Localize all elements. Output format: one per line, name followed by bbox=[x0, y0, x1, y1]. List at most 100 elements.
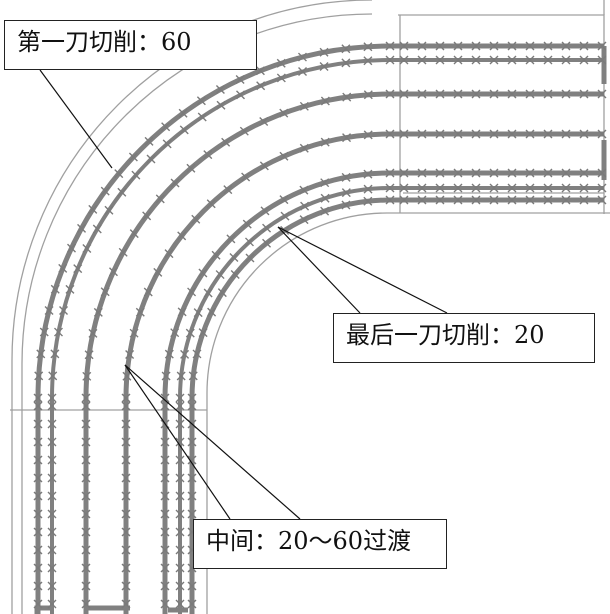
toolpath-tick bbox=[175, 455, 185, 465]
toolpath-tick bbox=[175, 473, 185, 483]
toolpath-tick bbox=[579, 168, 589, 178]
toolpath-tick bbox=[67, 243, 76, 253]
toolpath-tick bbox=[33, 527, 43, 537]
toolpath-tick bbox=[385, 183, 395, 193]
toolpath-tick bbox=[59, 306, 69, 316]
toolpath-tick bbox=[153, 267, 163, 277]
toolpath-tick bbox=[81, 401, 91, 411]
toolpath-tick bbox=[320, 193, 330, 203]
toolpath-tick bbox=[319, 47, 329, 57]
toolpath-tick bbox=[160, 599, 170, 609]
toolpath-tick bbox=[561, 41, 571, 51]
toolpath-tick bbox=[48, 371, 58, 381]
toolpath-tick bbox=[363, 90, 373, 100]
toolpath-tick bbox=[187, 455, 197, 465]
toolpath-tick bbox=[81, 393, 91, 403]
toolpath-tick bbox=[121, 401, 131, 411]
toolpath-tick bbox=[81, 455, 91, 465]
toolpath-tick bbox=[453, 195, 463, 205]
toolpath-tick bbox=[507, 89, 517, 99]
toolpath-tick bbox=[363, 169, 373, 179]
toolpath-tick bbox=[276, 73, 286, 83]
toolpath-tick bbox=[489, 55, 499, 65]
toolpath-tick bbox=[417, 195, 427, 205]
toolpath-tick bbox=[198, 268, 208, 278]
toolpath-tick bbox=[597, 195, 607, 205]
toolpath-tick bbox=[39, 327, 49, 337]
toolpath-tick bbox=[597, 129, 607, 139]
toolpath-tick bbox=[453, 41, 463, 51]
toolpath-tick bbox=[597, 55, 607, 65]
toolpath-tick bbox=[471, 89, 481, 99]
toolpath-tick bbox=[279, 151, 289, 161]
toolpath-tick bbox=[279, 195, 289, 205]
toolpath-tick bbox=[203, 288, 213, 298]
toolpath-tick bbox=[164, 349, 174, 359]
toolpath-tick bbox=[121, 527, 131, 537]
toolpath-tick bbox=[142, 211, 152, 221]
toolpath-tick bbox=[81, 563, 91, 573]
toolpath-tick bbox=[215, 270, 225, 280]
toolpath-tick bbox=[175, 599, 185, 609]
toolpath-tick bbox=[561, 183, 571, 193]
toolpath-tick bbox=[385, 129, 395, 139]
toolpath-tick bbox=[144, 136, 154, 146]
toolpath-tick bbox=[160, 545, 170, 555]
toolpath-tick bbox=[114, 169, 124, 179]
toolpath-tick bbox=[507, 168, 517, 178]
toolpath-tick bbox=[579, 195, 589, 205]
toolpath-tick bbox=[279, 108, 289, 118]
toolpath-tick bbox=[244, 237, 254, 247]
toolpath-tick bbox=[160, 527, 170, 537]
toolpath-tick bbox=[435, 168, 445, 178]
toolpath-tick bbox=[175, 393, 185, 403]
toolpath-tick bbox=[175, 509, 185, 519]
toolpath-tick bbox=[223, 185, 233, 195]
toolpath-tick bbox=[122, 371, 132, 381]
toolpath-tick bbox=[82, 244, 92, 254]
toolpath-tick bbox=[543, 55, 553, 65]
toolpath-tick bbox=[36, 349, 46, 359]
toolpath-tick bbox=[82, 371, 92, 381]
toolpath-tick bbox=[207, 307, 217, 317]
toolpath-tick bbox=[435, 41, 445, 51]
toolpath-tick bbox=[100, 287, 110, 297]
toolpath-tick bbox=[579, 41, 589, 51]
toolpath-tick bbox=[259, 116, 269, 126]
middle-transition-label: 中间：20～60过渡 bbox=[193, 519, 447, 569]
toolpath-pass bbox=[178, 186, 604, 614]
toolpath-tick bbox=[33, 419, 43, 429]
toolpath-tick bbox=[453, 129, 463, 139]
toolpath-tick bbox=[100, 186, 110, 196]
toolpath-tick bbox=[435, 195, 445, 205]
toolpath-tick bbox=[121, 437, 131, 447]
toolpath-tick bbox=[160, 473, 170, 483]
toolpath-tick bbox=[117, 187, 127, 197]
toolpath-tick bbox=[161, 371, 171, 381]
toolpath-tick bbox=[579, 89, 589, 99]
leader-middle-1 bbox=[124, 364, 231, 520]
toolpath-connector bbox=[34, 605, 50, 614]
toolpath-tick bbox=[525, 195, 535, 205]
toolpath-tick bbox=[160, 581, 170, 591]
toolpath-tick bbox=[47, 509, 57, 519]
toolpath-tick bbox=[342, 92, 352, 102]
toolpath-tick bbox=[241, 172, 251, 182]
leader-first-cut bbox=[39, 69, 113, 169]
toolpath-tick bbox=[217, 288, 227, 298]
toolpath-tick bbox=[187, 581, 197, 591]
toolpath-tick bbox=[47, 545, 57, 555]
toolpath-tick bbox=[561, 168, 571, 178]
leader-last-cut-2 bbox=[277, 226, 361, 314]
toolpath-tick bbox=[417, 183, 427, 193]
toolpath-tick bbox=[33, 599, 43, 609]
toolpath-tick bbox=[160, 393, 170, 403]
toolpath-tick bbox=[320, 96, 330, 106]
toolpath-tick bbox=[399, 129, 409, 139]
toolpath-tick bbox=[471, 168, 481, 178]
toolpath-tick bbox=[385, 41, 395, 51]
first-cut-label: 第一刀切削：60 bbox=[4, 20, 257, 70]
toolpath-tick bbox=[561, 89, 571, 99]
toolpath-tick bbox=[297, 52, 307, 62]
